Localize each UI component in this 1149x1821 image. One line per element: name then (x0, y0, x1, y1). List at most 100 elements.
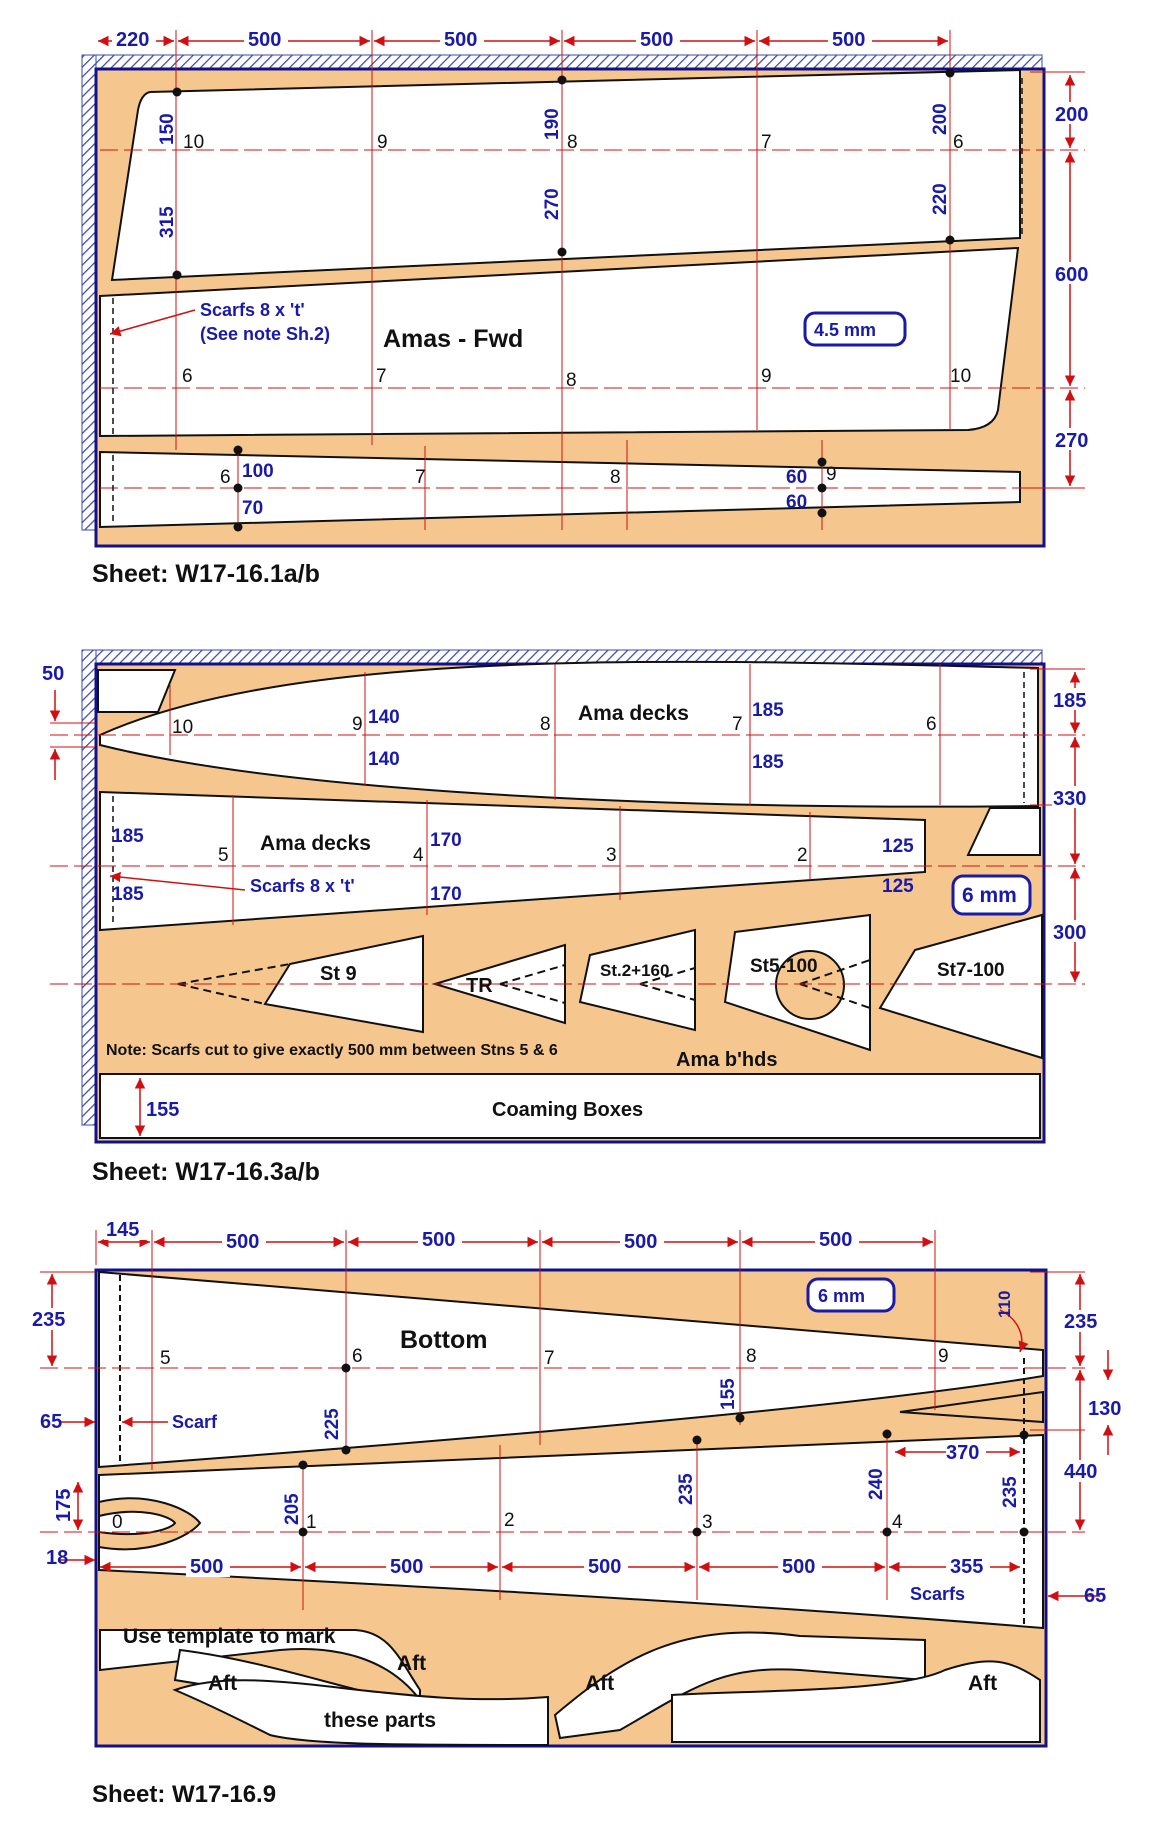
panel-ama-decks-upper (99, 660, 1039, 808)
sheet-2: 50 185 330 300 155 10 9 8 7 6 5 4 3 2 14… (42, 649, 1092, 1186)
sheet1-caption: Sheet: W17-16.1a/b (92, 560, 320, 588)
p1-dim-315: 315 (157, 206, 178, 238)
bulkhead-label-st2-160: St.2+160 (600, 961, 669, 980)
bottom-title: Bottom (400, 1326, 487, 1354)
sheet2-right-dim-3: 300 (1053, 922, 1086, 944)
p2-station-7: 7 (376, 366, 387, 387)
bottom-top-dim-2: 500 (226, 1231, 259, 1253)
panel-amas-fwd-middle (99, 246, 1020, 438)
bottom-dim-155: 155 (718, 1378, 739, 1410)
sheet-1: 220 500 500 500 500 200 600 270 10 9 8 7… (81, 29, 1094, 588)
sheet2-right-dim-2: 330 (1053, 788, 1086, 810)
p3-station-9: 9 (826, 464, 837, 485)
deck-station-8: 8 (540, 714, 551, 735)
ama-decks-label-lower: Ama decks (260, 832, 371, 855)
aft-part-3 (172, 1679, 549, 1747)
bottom-station-5: 5 (160, 1348, 171, 1369)
bottom-right-dim-440: 440 (1064, 1461, 1097, 1483)
deck2-dim-185-upper: 185 (112, 826, 144, 847)
right-dim-2: 600 (1055, 264, 1088, 286)
bottom-top-dim-4: 500 (624, 1231, 657, 1253)
panel-amas-fwd-upper (110, 68, 1021, 282)
bottom-station-9: 9 (938, 1346, 949, 1367)
p2-station-10: 10 (950, 366, 971, 387)
scrap-right (966, 807, 1041, 856)
p3-station-8: 8 (610, 467, 621, 488)
p3-dim-100: 100 (242, 461, 274, 482)
panel-bottom-upper (98, 1270, 1044, 1469)
p2-station-9: 9 (761, 366, 772, 387)
p3-station-7: 7 (415, 467, 426, 488)
bottom-station-6: 6 (352, 1346, 363, 1367)
aft-part-4 (553, 1631, 926, 1740)
deck-station-2: 2 (797, 845, 808, 866)
sheet2-scarf-note: Scarfs 8 x 't' (250, 876, 355, 896)
deck-dim-185-upper: 185 (752, 700, 784, 721)
p3-dim-60-lower: 60 (786, 492, 807, 513)
bottom-cut-dim: 370 (946, 1442, 979, 1464)
bottom-dim-500-2: 500 (390, 1556, 423, 1578)
p1-dim-200: 200 (930, 103, 951, 135)
p1-station-8: 8 (567, 132, 578, 153)
sheet2-right-dim-1: 185 (1053, 690, 1086, 712)
bottom-right-dim-130: 130 (1088, 1398, 1121, 1420)
deck2-dim-125-lower: 125 (882, 876, 914, 897)
p3-dim-70: 70 (242, 498, 263, 519)
top-dim-4: 500 (640, 29, 673, 51)
bottom-station-2: 2 (504, 1510, 515, 1531)
deck-station-5: 5 (218, 845, 229, 866)
aft-label-4: Aft (968, 1672, 997, 1695)
bottom-top-dim-5: 500 (819, 1229, 852, 1251)
coaming-boxes-label: Coaming Boxes (492, 1099, 643, 1121)
scrap-corner-top-left (97, 669, 177, 713)
bottom-dim-500-4: 500 (782, 1556, 815, 1578)
deck2-dim-170-upper: 170 (430, 830, 462, 851)
bottom-left-dim-175: 175 (53, 1489, 75, 1522)
bulkhead-label-st5-100: St5-100 (750, 956, 818, 977)
bottom-tip-dim: 110 (995, 1291, 1014, 1318)
bottom-left-dim-65: 65 (40, 1411, 62, 1433)
bottom-left-dim-235: 235 (32, 1309, 65, 1331)
deck-station-3: 3 (606, 845, 617, 866)
p1-station-10: 10 (183, 132, 204, 153)
sheet1-thickness: 4.5 mm (814, 320, 876, 340)
aft-label-3: Aft (585, 1672, 614, 1695)
bulkhead-label-st7-100: St7-100 (937, 960, 1005, 981)
top-dim-5: 500 (832, 29, 865, 51)
bottom-scarfs-label: Scarfs (910, 1584, 965, 1604)
scarf-note-line-1: Scarfs 8 x 't' (200, 300, 305, 320)
coaming-dim: 155 (146, 1099, 179, 1121)
bottom-wedge-cutout (899, 1390, 1044, 1424)
deck-dim-185-lower: 185 (752, 752, 784, 773)
bottom-dim-500-1: 500 (190, 1556, 223, 1578)
bulkhead-st2-160 (578, 928, 696, 1032)
deck2-dim-125-upper: 125 (882, 836, 914, 857)
bottom-dim-205: 205 (282, 1493, 303, 1525)
deck-dim-140-upper: 140 (368, 707, 400, 728)
bottom-v-notch (98, 1497, 202, 1551)
p1-dim-150: 150 (157, 113, 178, 145)
bottom-dim-225: 225 (322, 1408, 343, 1440)
ama-bulkheads-label: Ama b'hds (676, 1049, 777, 1071)
deck-station-10: 10 (172, 717, 193, 738)
template-note-line-2: these parts (324, 1709, 436, 1732)
p1-dim-220: 220 (930, 183, 951, 215)
p1-station-6: 6 (953, 132, 964, 153)
bottom-dim-500-3: 500 (588, 1556, 621, 1578)
p3-dim-60-upper: 60 (786, 467, 807, 488)
panel-coaming-boxes (99, 1073, 1041, 1139)
deck-dim-140-lower: 140 (368, 749, 400, 770)
p1-dim-190: 190 (542, 108, 563, 140)
bottom-scarf-label: Scarf (172, 1412, 218, 1432)
sheet1-title: Amas - Fwd (383, 325, 523, 353)
p1-station-7: 7 (761, 132, 772, 153)
p2-station-8: 8 (566, 370, 577, 391)
sheet-3: 145 500 500 500 500 235 65 175 18 235 13… (30, 1219, 1121, 1808)
p1-station-9: 9 (377, 132, 388, 153)
aft-label-1: Aft (208, 1672, 237, 1695)
template-note-line-1: Use template to mark (123, 1625, 336, 1648)
sheet2-caption: Sheet: W17-16.3a/b (92, 1158, 320, 1186)
sheet3-caption: Sheet: W17-16.9 (92, 1781, 276, 1808)
bottom-right-dim-65: 65 (1084, 1585, 1106, 1607)
